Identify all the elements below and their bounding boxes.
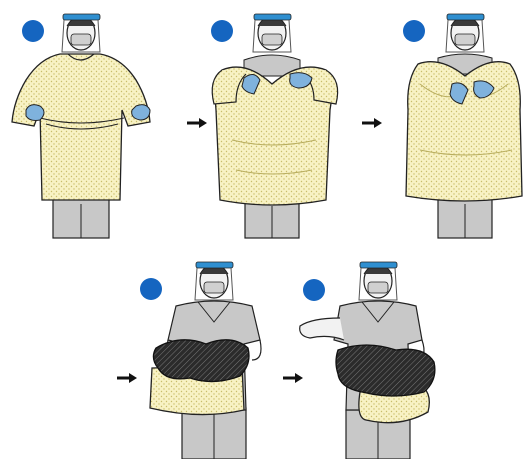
arrow-right-icon [187, 118, 207, 128]
arrow-right-icon [283, 373, 303, 383]
step-4-dot-icon [140, 278, 162, 300]
step-5-dot-icon [303, 279, 325, 301]
step-5-panel [300, 262, 435, 459]
isolation-gown [406, 62, 522, 201]
face-shield-band [63, 14, 100, 20]
arrow-right-icon [117, 373, 137, 383]
gown-outside-contaminated [336, 345, 435, 396]
step-3-panel [403, 14, 522, 238]
step-1-panel [12, 14, 150, 238]
arrow-right-icon [362, 118, 382, 128]
step-1-dot-icon [22, 20, 44, 42]
isolation-gown [12, 54, 150, 200]
mask [71, 34, 91, 45]
gown-outside-contaminated [153, 340, 249, 382]
left-glove-icon [26, 105, 44, 121]
right-glove-icon [132, 105, 150, 120]
step-4-panel [140, 262, 261, 459]
step-2-dot-icon [211, 20, 233, 42]
step-2-panel [211, 14, 338, 238]
step-3-dot-icon [403, 20, 425, 42]
